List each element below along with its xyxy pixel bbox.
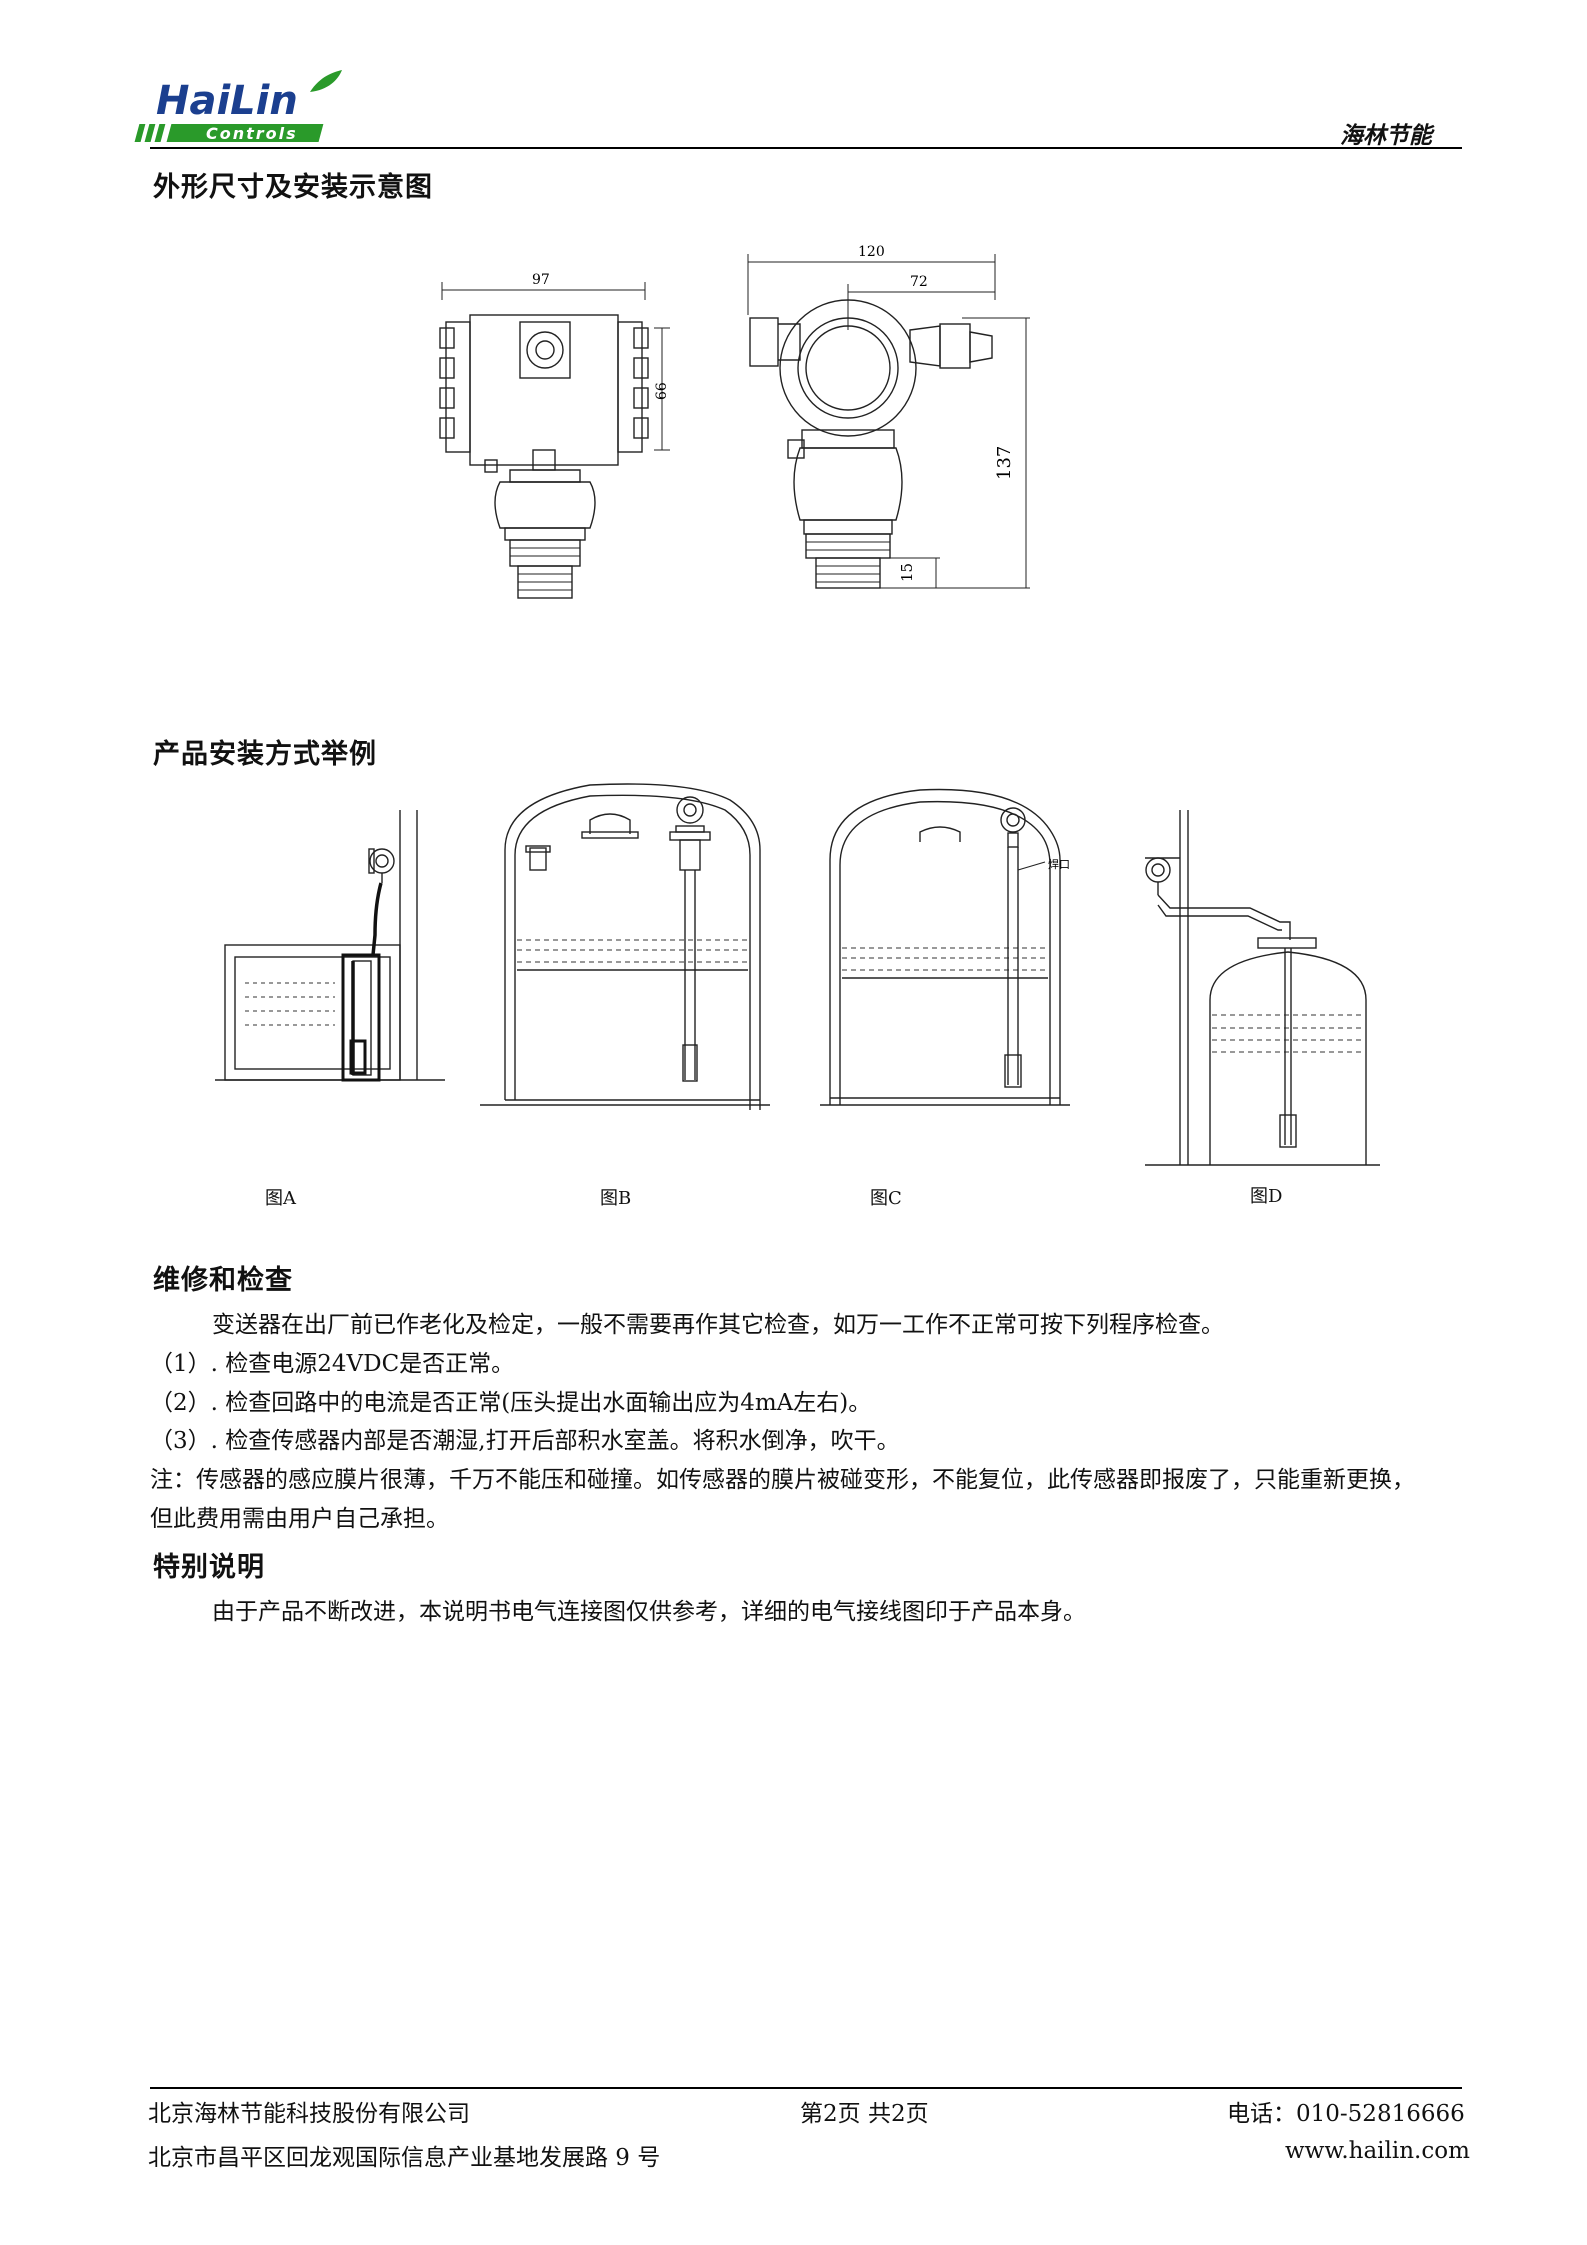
maintenance-step-1: （1）. 检查电源24VDC是否正常。	[150, 1351, 515, 1377]
figure-a-drawing	[215, 810, 445, 1082]
figure-d-drawing	[1145, 810, 1380, 1166]
front-view-drawing: 97 66	[439, 272, 670, 599]
maintenance-step-2: （2）. 检查回路中的电流是否正常(压头提出水面输出应为4mA左右)。	[150, 1390, 872, 1416]
figure-c-caption: 图C	[870, 1188, 902, 1209]
section-title-dimensions: 外形尺寸及安装示意图	[153, 172, 433, 203]
dim-120-label: 120	[858, 244, 885, 260]
figure-d-caption: 图D	[1250, 1186, 1283, 1207]
logo-subtext: Controls	[206, 124, 298, 143]
figure-c-drawing: 焊口	[820, 788, 1070, 1106]
logo-wordmark: HaiLin	[156, 78, 298, 124]
dim-72-label: 72	[910, 274, 928, 290]
figure-a-caption: 图A	[265, 1188, 296, 1209]
footer-phone: 电话：010-52816666	[1227, 2101, 1465, 2127]
side-view-drawing: 120 72 137 15	[747, 244, 1030, 589]
header-company-name: 海林节能	[1340, 123, 1432, 149]
section-title-maintenance: 维修和检查	[153, 1265, 293, 1296]
footer-rule	[150, 2087, 1462, 2089]
footer-company: 北京海林节能科技股份有限公司	[148, 2101, 470, 2127]
maintenance-note-line-2: 但此费用需由用户自己承担。	[150, 1506, 449, 1532]
footer-address: 北京市昌平区回龙观国际信息产业基地发展路 9 号	[148, 2145, 661, 2171]
header-rule	[150, 147, 1462, 149]
maintenance-step-3: （3）. 检查传感器内部是否潮湿,打开后部积水室盖。将积水倒净，吹干。	[150, 1428, 900, 1454]
section-title-installation: 产品安装方式举例	[153, 739, 377, 770]
figure-b-drawing	[480, 783, 770, 1110]
footer-website: www.hailin.com	[1285, 2138, 1470, 2164]
special-note-body: 由于产品不断改进，本说明书电气连接图仅供参考，详细的电气接线图印于产品本身。	[212, 1599, 1086, 1625]
figure-b-caption: 图B	[600, 1188, 632, 1209]
footer-page-number: 第2页 共2页	[800, 2101, 929, 2127]
maintenance-intro: 变送器在出厂前已作老化及检定，一般不需要再作其它检查，如万一工作不正常可按下列程…	[212, 1312, 1224, 1338]
company-logo: HaiLin Controls	[134, 62, 344, 146]
dim-15-label: 15	[898, 563, 916, 582]
dim-97-label: 97	[532, 272, 550, 288]
weld-note-label: 焊口	[1048, 857, 1070, 871]
dim-66-label: 66	[654, 382, 670, 400]
dim-137-label: 137	[994, 446, 1015, 480]
section-title-special-note: 特别说明	[153, 1552, 265, 1583]
maintenance-note-line-1: 注：传感器的感应膜片很薄，千万不能压和碰撞。如传感器的膜片被碰变形，不能复位，此…	[150, 1467, 1415, 1493]
